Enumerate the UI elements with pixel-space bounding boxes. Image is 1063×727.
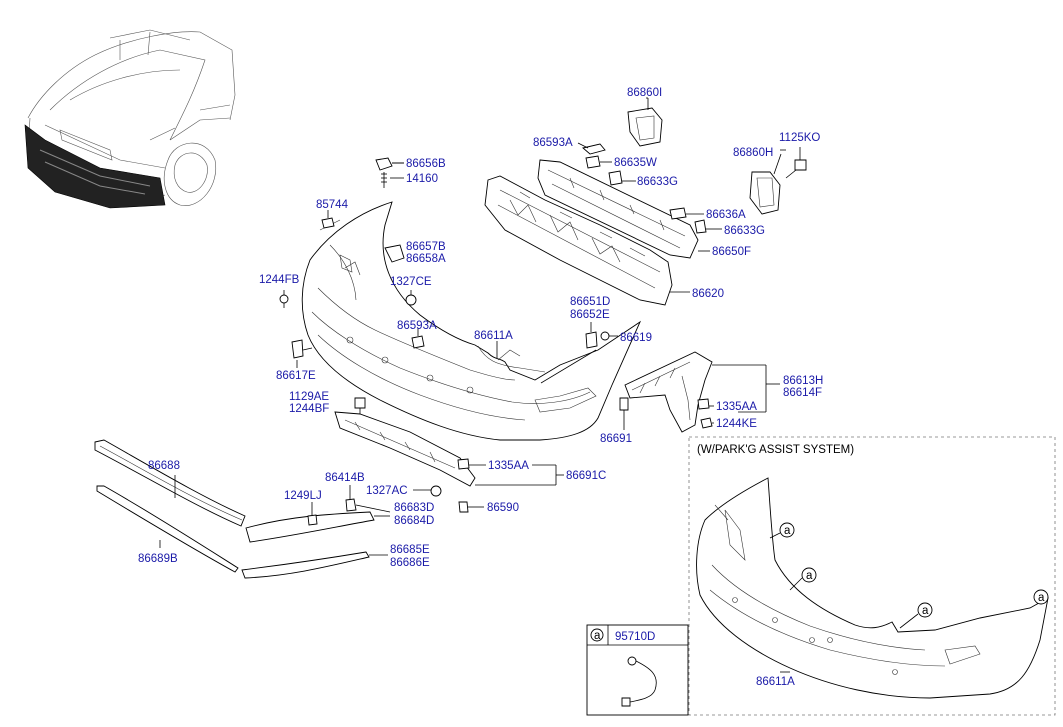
- label-86650f: 86650F: [712, 246, 751, 258]
- molding-86685e: [241, 551, 370, 579]
- molding-86689b: [96, 485, 239, 573]
- label-1244ke: 1244KE: [716, 418, 757, 430]
- label-86652e: 86652E: [570, 309, 610, 321]
- side-bracket-86613h: [624, 351, 713, 433]
- label-1335aa-low: 1335AA: [488, 460, 529, 472]
- clip-86636a: [669, 207, 687, 220]
- corner-bracket-86657b: [384, 244, 405, 263]
- screw-1244ke: [700, 417, 713, 429]
- clip-86414b: [345, 498, 357, 512]
- label-86633g-1: 86633G: [637, 176, 678, 188]
- callout-a-1: [779, 522, 795, 538]
- label-86684d: 86684D: [394, 515, 434, 527]
- label-86658a: 86658A: [406, 253, 446, 265]
- bracket-86651d: [585, 322, 598, 349]
- label-86656b: 86656B: [406, 158, 446, 170]
- legend-a-text: a: [594, 630, 601, 642]
- legend-box-95710d: a 95710D: [586, 624, 689, 716]
- label-86685e: 86685E: [390, 544, 430, 556]
- molding-86683d: [245, 511, 375, 543]
- callout-a-4-text: a: [1038, 592, 1045, 604]
- bumper-cover-86611a: [301, 201, 642, 441]
- label-86689b: 86689B: [138, 553, 178, 565]
- callout-a-1-text: a: [784, 525, 791, 537]
- label-86613h: 86613H: [783, 375, 823, 387]
- label-86635w: 86635W: [614, 157, 657, 169]
- callout-a-3: [917, 602, 933, 618]
- label-1244bf: 1244BF: [289, 403, 329, 415]
- label-86860i: 86860I: [627, 87, 662, 99]
- grommet-86619: [600, 331, 610, 341]
- inset-title: (W/PARK'G ASSIST SYSTEM): [697, 444, 854, 456]
- fastener-86590: [458, 501, 469, 513]
- rail-86650f: [537, 159, 699, 259]
- label-1335aa-right: 1335AA: [716, 401, 757, 413]
- label-86691c: 86691C: [566, 470, 606, 482]
- car-overview-illustration: [24, 29, 236, 209]
- label-1129ae: 1129AE: [289, 391, 329, 403]
- inset-parking-assist: (W/PARK'G ASSIST SYSTEM) a a a a 86611A: [688, 436, 1056, 716]
- label-86686e: 86686E: [390, 557, 430, 569]
- clip-85744: [321, 212, 335, 229]
- label-86620: 86620: [692, 288, 724, 300]
- label-86691: 86691: [600, 433, 632, 445]
- label-86651d: 86651D: [570, 296, 610, 308]
- label-86617e: 86617E: [276, 370, 316, 382]
- label-1244fb: 1244FB: [259, 274, 300, 286]
- clip-86656b: [375, 157, 404, 188]
- molding-86688: [94, 439, 246, 527]
- clip-1335aa-right: [697, 398, 710, 410]
- leader-lines: [159, 97, 786, 556]
- label-86636a: 86636A: [706, 209, 746, 221]
- label-86619: 86619: [620, 332, 652, 344]
- clip-86617e: [291, 339, 313, 359]
- nut-1327ac: [430, 485, 442, 497]
- callout-a-2-text: a: [806, 570, 813, 582]
- label-86593a-top: 86593A: [533, 137, 573, 149]
- label-1249lj: 1249LJ: [284, 490, 322, 502]
- clip-86633g-upper: [608, 170, 623, 186]
- label-1125ko: 1125KO: [779, 132, 820, 144]
- callout-a-2: [801, 567, 817, 583]
- fastener-86691: [619, 397, 629, 426]
- clip-1335aa-low: [457, 458, 470, 470]
- label-1327ac: 1327AC: [366, 485, 408, 497]
- clip-86635w: [585, 155, 612, 169]
- label-86860h: 86860H: [733, 147, 773, 159]
- label-95710d: 95710D: [615, 631, 655, 643]
- clip-1249lj: [307, 514, 318, 526]
- label-86683d: 86683D: [394, 502, 434, 514]
- label-86590: 86590: [487, 502, 519, 514]
- label-86688: 86688: [148, 460, 180, 472]
- label-1327ce: 1327CE: [390, 276, 432, 288]
- clip-86633g-lower: [694, 219, 707, 234]
- inset-frame: [688, 436, 1056, 716]
- bracket-86860h: [749, 147, 807, 215]
- bracket-86860i: [627, 98, 663, 147]
- label-86614f: 86614F: [783, 387, 822, 399]
- label-86633g-2: 86633G: [724, 225, 765, 237]
- callout-a-3-text: a: [922, 605, 929, 617]
- label-85744: 85744: [316, 199, 349, 211]
- nut-1327ce: [405, 290, 417, 306]
- label-86611a-main: 86611A: [474, 330, 513, 342]
- callout-a-4: [1033, 589, 1049, 605]
- label-86657b: 86657B: [406, 241, 446, 253]
- absorber-86620: [484, 175, 673, 306]
- part-labels: 86860I 86593A 86635W 86633G 1125KO 86860…: [138, 87, 823, 569]
- label-86593a-mid: 86593A: [397, 320, 437, 332]
- label-86611a-inset: 86611A: [756, 676, 795, 688]
- clip-86593a-mid: [411, 328, 425, 349]
- clip-86593a-top: [577, 142, 606, 155]
- label-14160: 14160: [406, 173, 438, 185]
- label-86414b: 86414B: [325, 472, 365, 484]
- lower-diffuser-86691c: [334, 411, 476, 487]
- bolt-1244fb: [279, 290, 289, 308]
- parking-sensor-icon: [621, 656, 657, 707]
